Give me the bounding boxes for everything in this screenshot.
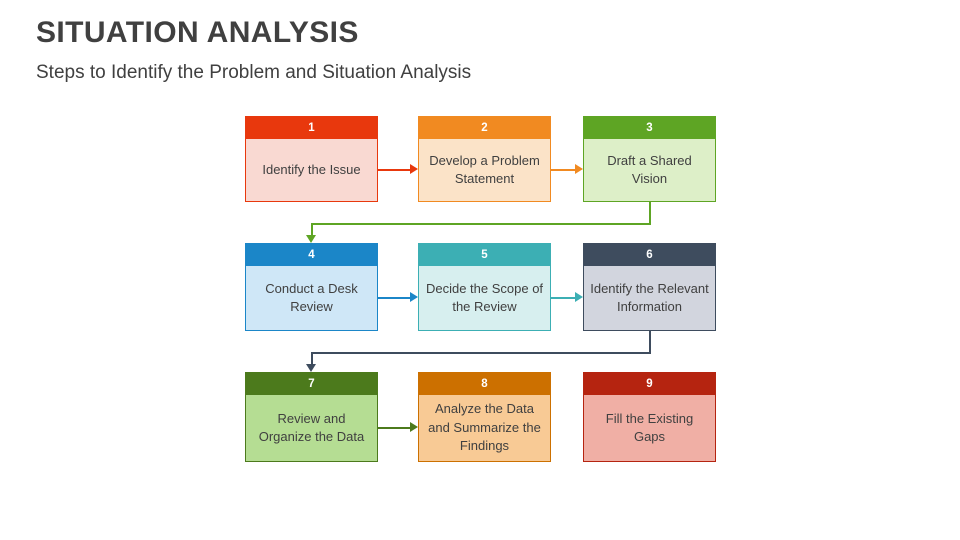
step-number-7: 7 [246,373,377,395]
step-box-8[interactable]: 8 Analyze the Data and Summarize the Fin… [418,372,551,462]
connector-7-to-8-arrowhead [410,422,418,432]
step-number-3: 3 [584,117,715,139]
step-number-5: 5 [419,244,550,266]
step-label-5: Decide the Scope of the Review [419,266,550,330]
step-box-2[interactable]: 2 Develop a Problem Statement [418,116,551,202]
step-box-7[interactable]: 7 Review and Organize the Data [245,372,378,462]
step-label-2: Develop a Problem Statement [419,139,550,201]
connector-4-to-5-line [378,297,411,299]
step-box-6[interactable]: 6 Identify the Relevant Information [583,243,716,331]
connector-1-to-2-line [378,169,411,171]
page-subtitle: Steps to Identify the Problem and Situat… [36,62,472,83]
connector-3-to-4-vline-out [649,202,651,224]
step-label-3: Draft a Shared Vision [584,139,715,201]
connector-6-to-7-arrowhead [306,364,316,372]
step-number-4: 4 [246,244,377,266]
connector-3-to-4-hline [311,223,651,225]
step-box-3[interactable]: 3 Draft a Shared Vision [583,116,716,202]
connector-2-to-3-line [551,169,576,171]
step-number-8: 8 [419,373,550,395]
connector-3-to-4-arrowhead [306,235,316,243]
connector-6-to-7-hline [311,352,651,354]
connector-3-to-4-vline-in [311,224,313,236]
connector-6-to-7-vline-out [649,331,651,353]
step-label-6: Identify the Relevant Information [584,266,715,330]
step-box-4[interactable]: 4 Conduct a Desk Review [245,243,378,331]
connector-6-to-7-vline-in [311,353,313,365]
connector-5-to-6-arrowhead [575,292,583,302]
step-box-1[interactable]: 1 Identify the Issue [245,116,378,202]
connector-7-to-8-line [378,427,411,429]
step-number-6: 6 [584,244,715,266]
connector-2-to-3-arrowhead [575,164,583,174]
step-number-1: 1 [246,117,377,139]
connector-5-to-6-line [551,297,576,299]
step-box-9[interactable]: 9 Fill the Existing Gaps [583,372,716,462]
step-number-2: 2 [419,117,550,139]
page-title: SITUATION ANALYSIS [36,16,359,49]
step-box-5[interactable]: 5 Decide the Scope of the Review [418,243,551,331]
connector-1-to-2-arrowhead [410,164,418,174]
step-label-4: Conduct a Desk Review [246,266,377,330]
step-number-9: 9 [584,373,715,395]
step-label-8: Analyze the Data and Summarize the Findi… [419,395,550,461]
step-label-9: Fill the Existing Gaps [584,395,715,461]
step-label-1: Identify the Issue [246,139,377,201]
connector-4-to-5-arrowhead [410,292,418,302]
step-label-7: Review and Organize the Data [246,395,377,461]
